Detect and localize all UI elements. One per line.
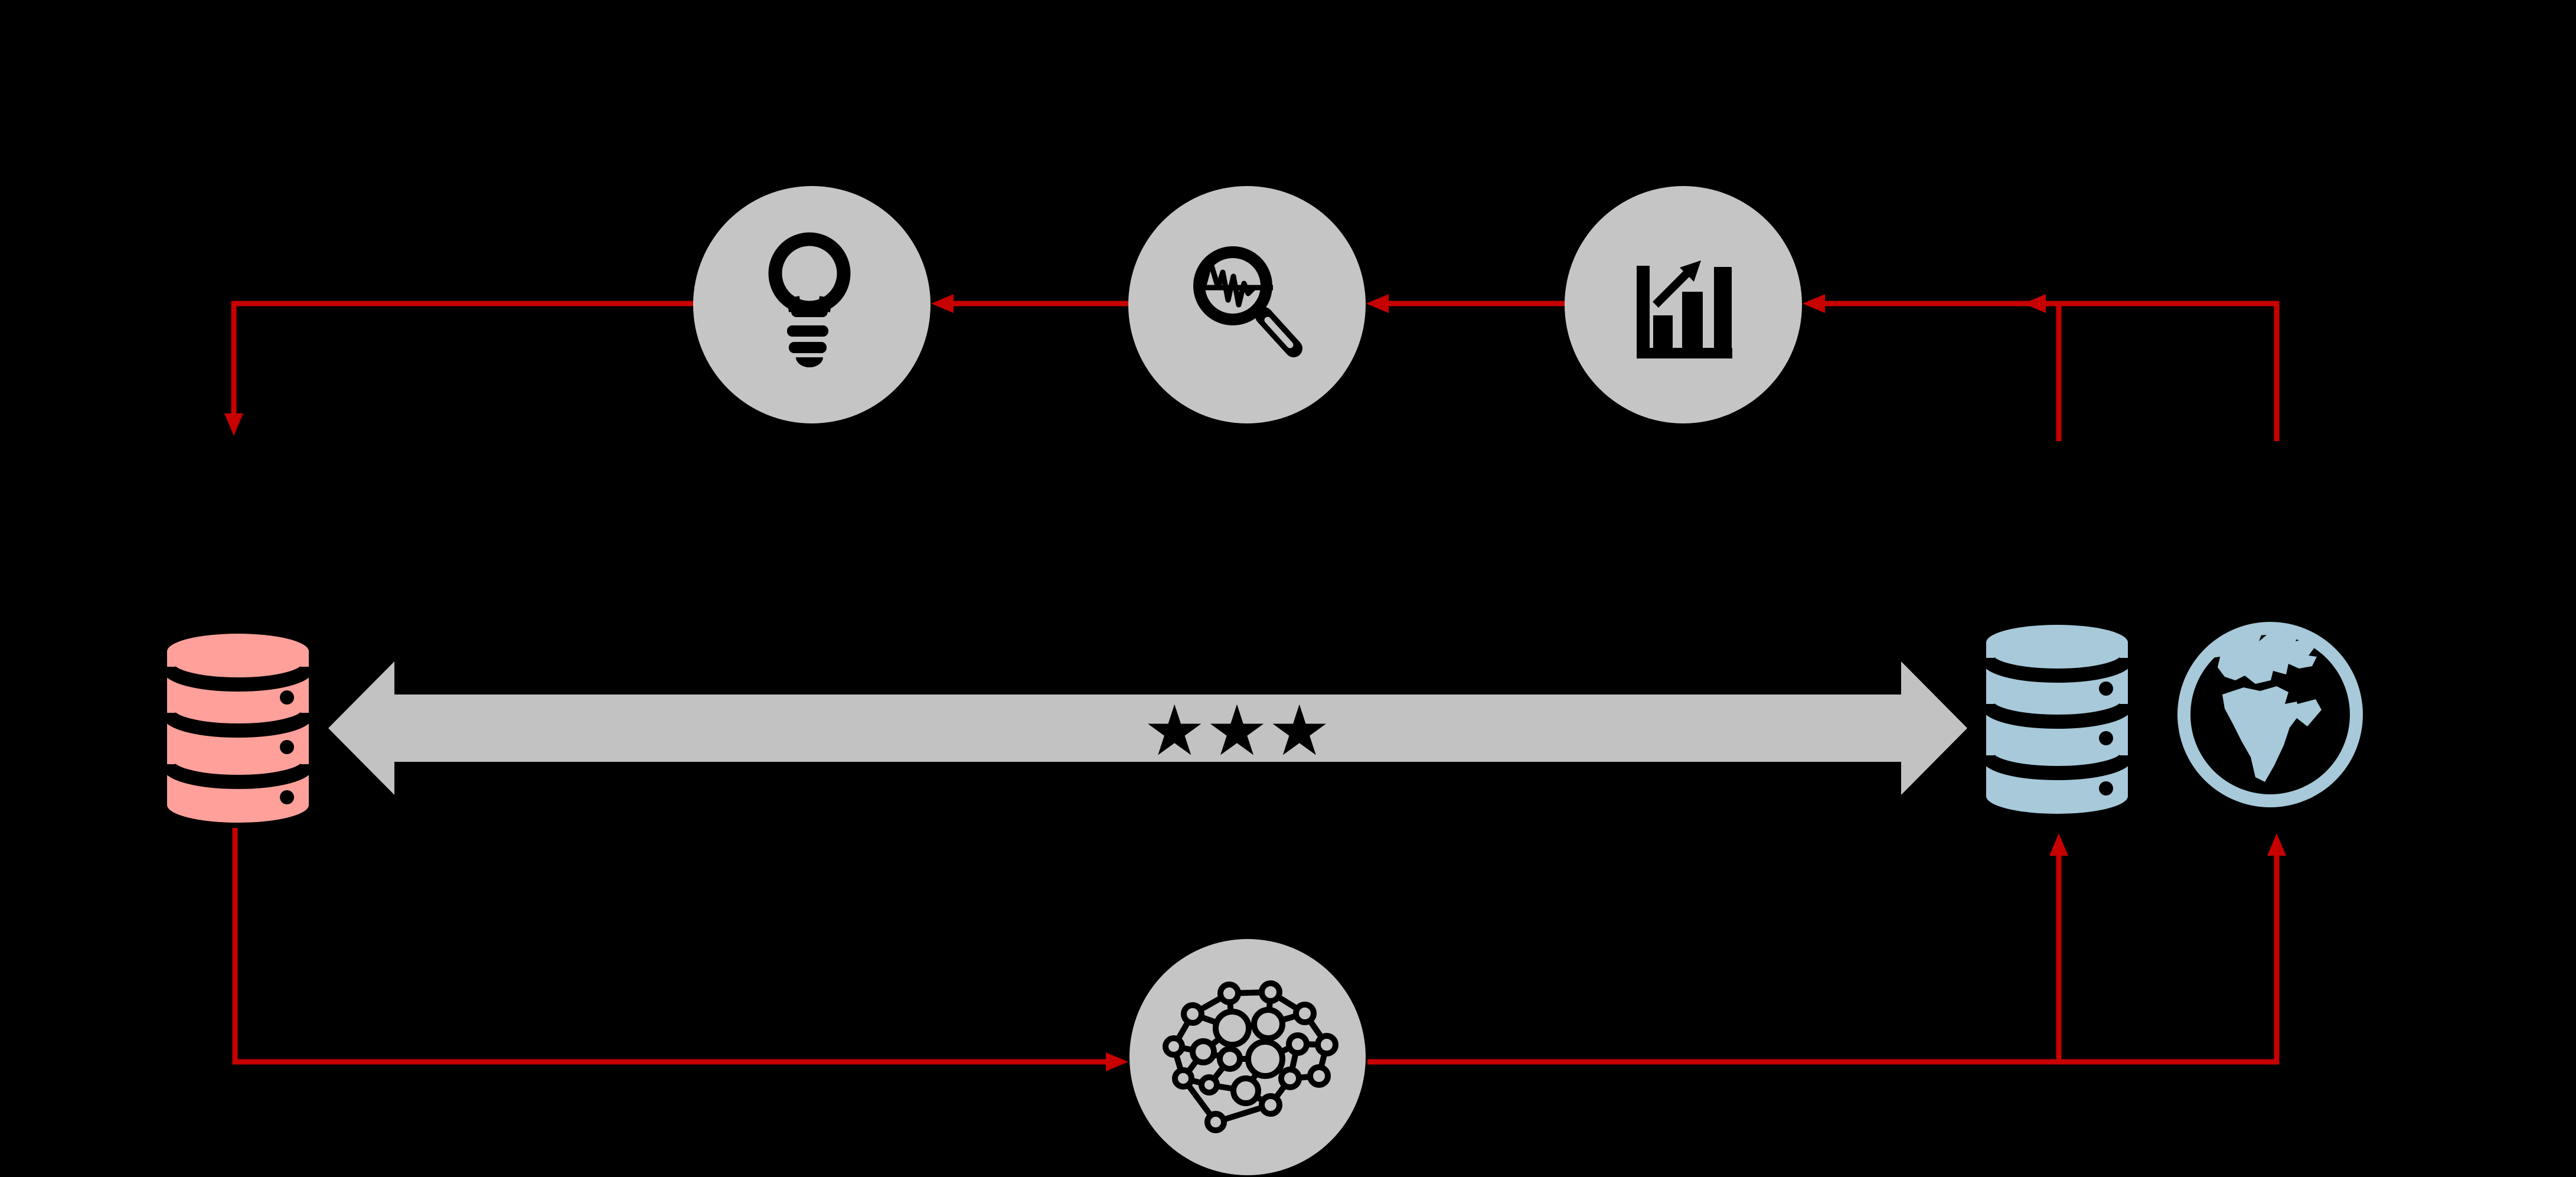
target-database-icon	[1980, 625, 2134, 814]
arrowhead-into-chart-circle	[1803, 294, 1825, 313]
lightbulb-icon	[768, 232, 851, 367]
bar-chart-growth-icon	[1637, 260, 1732, 358]
chart-trend-line	[1653, 268, 1693, 308]
db-band	[1980, 702, 2134, 729]
neural-network-brain-icon	[1163, 980, 1338, 1133]
arrowhead-up-target-db	[2049, 833, 2068, 856]
db-band	[1980, 754, 2134, 780]
db-band	[161, 762, 315, 789]
db-band	[161, 665, 315, 692]
db-dot	[280, 690, 294, 705]
db-dot	[2099, 781, 2113, 795]
arrowhead-down-left	[224, 413, 243, 436]
db-band	[1980, 656, 2134, 683]
globe-icon	[2177, 622, 2363, 807]
source-database-icon	[161, 634, 315, 823]
lightbulb-stripe-1	[787, 325, 828, 337]
chart-trend-arrowhead	[1680, 260, 1701, 282]
db-dot	[280, 790, 294, 804]
circle-analysis	[1128, 186, 1366, 423]
globe-europe	[2213, 625, 2317, 684]
arrowhead-into-lightbulb-circle	[931, 294, 954, 313]
lightbulb-stripe-2	[789, 342, 827, 353]
brain-nodes	[1163, 980, 1338, 1133]
waveform-pulse	[1200, 259, 1256, 308]
arrowhead-up-globe	[2267, 833, 2286, 856]
arrowhead-into-brain-circle	[1106, 1052, 1128, 1071]
db-band	[161, 711, 315, 738]
chart-axis-y	[1637, 266, 1650, 358]
transfer-double-arrow	[328, 661, 1967, 795]
magnifier-handle-core	[1264, 317, 1294, 348]
transfer-rating-stars: ★★★	[1143, 690, 1330, 771]
chart-axis-x	[1637, 348, 1732, 358]
globe-africa	[2222, 686, 2300, 782]
db-dot	[280, 740, 294, 754]
chart-bar-tall	[1714, 267, 1732, 348]
red-connectors	[224, 294, 2286, 1071]
globe-arabia	[2293, 699, 2322, 726]
magnifier-waveform-icon	[1193, 246, 1302, 357]
chart-bar-medium	[1682, 292, 1703, 348]
lightbulb-neck-bar	[791, 307, 828, 317]
arrowhead-into-magnifier-circle	[1366, 294, 1389, 313]
db-dot	[2099, 731, 2113, 745]
db-dot	[2099, 682, 2113, 696]
lightbulb-base	[796, 357, 823, 367]
globe-uk	[2211, 641, 2225, 658]
chart-bar-short	[1653, 315, 1673, 348]
arrowhead-top-rail-merge	[2023, 294, 2046, 313]
